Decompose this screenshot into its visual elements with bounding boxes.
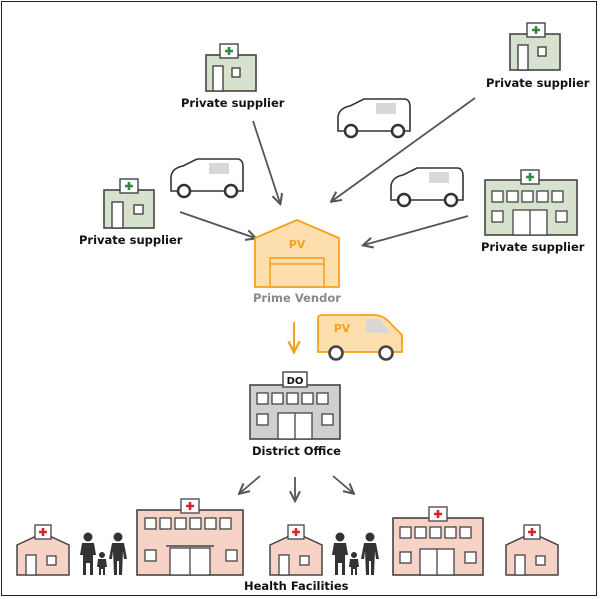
private-supplier-building-left: [103, 178, 155, 229]
label-prime-vendor: Prime Vendor: [253, 291, 341, 305]
health-clinic-3: [505, 524, 559, 576]
arrow-supplier-right: [364, 215, 469, 245]
supply-arrows: [179, 97, 476, 245]
label-private-supplier-top-right: Private supplier: [486, 76, 590, 90]
label-private-supplier-top-center: Private supplier: [181, 96, 285, 110]
family-icon-right: [332, 532, 379, 575]
private-supplier-building-right: [484, 169, 578, 236]
label-private-supplier-left: Private supplier: [79, 233, 183, 247]
prime-vendor-van-badge: PV: [334, 322, 351, 335]
arrow-supplier-left: [179, 211, 255, 238]
hospital-large: [136, 498, 244, 576]
health-clinic-1: [16, 524, 70, 576]
hospital-medium: [392, 506, 484, 576]
district-office-badge: DO: [287, 376, 304, 387]
arrow-supplier-top-right: [332, 97, 476, 201]
arrow-to-facility-left: [240, 475, 261, 493]
label-private-supplier-right: Private supplier: [481, 240, 585, 254]
delivery-van-right: [389, 166, 465, 208]
label-district-office: District Office: [252, 444, 341, 458]
private-supplier-building-top-center: [205, 43, 257, 92]
arrow-supplier-top-center: [252, 120, 280, 203]
district-office-building: [249, 371, 341, 440]
prime-vendor-badge: PV: [289, 238, 306, 251]
health-clinic-2: [269, 524, 323, 576]
prime-vendor-van: [317, 314, 403, 361]
arrow-to-facility-right: [332, 475, 353, 493]
distribution-arrows: [240, 475, 353, 500]
delivery-van-top: [336, 97, 412, 139]
family-icon-left: [80, 532, 127, 575]
label-health-facilities: Health Facilities: [244, 579, 349, 593]
private-supplier-building-top-right: [509, 22, 561, 71]
delivery-van-left: [169, 157, 245, 199]
prime-vendor-warehouse: [254, 219, 340, 288]
